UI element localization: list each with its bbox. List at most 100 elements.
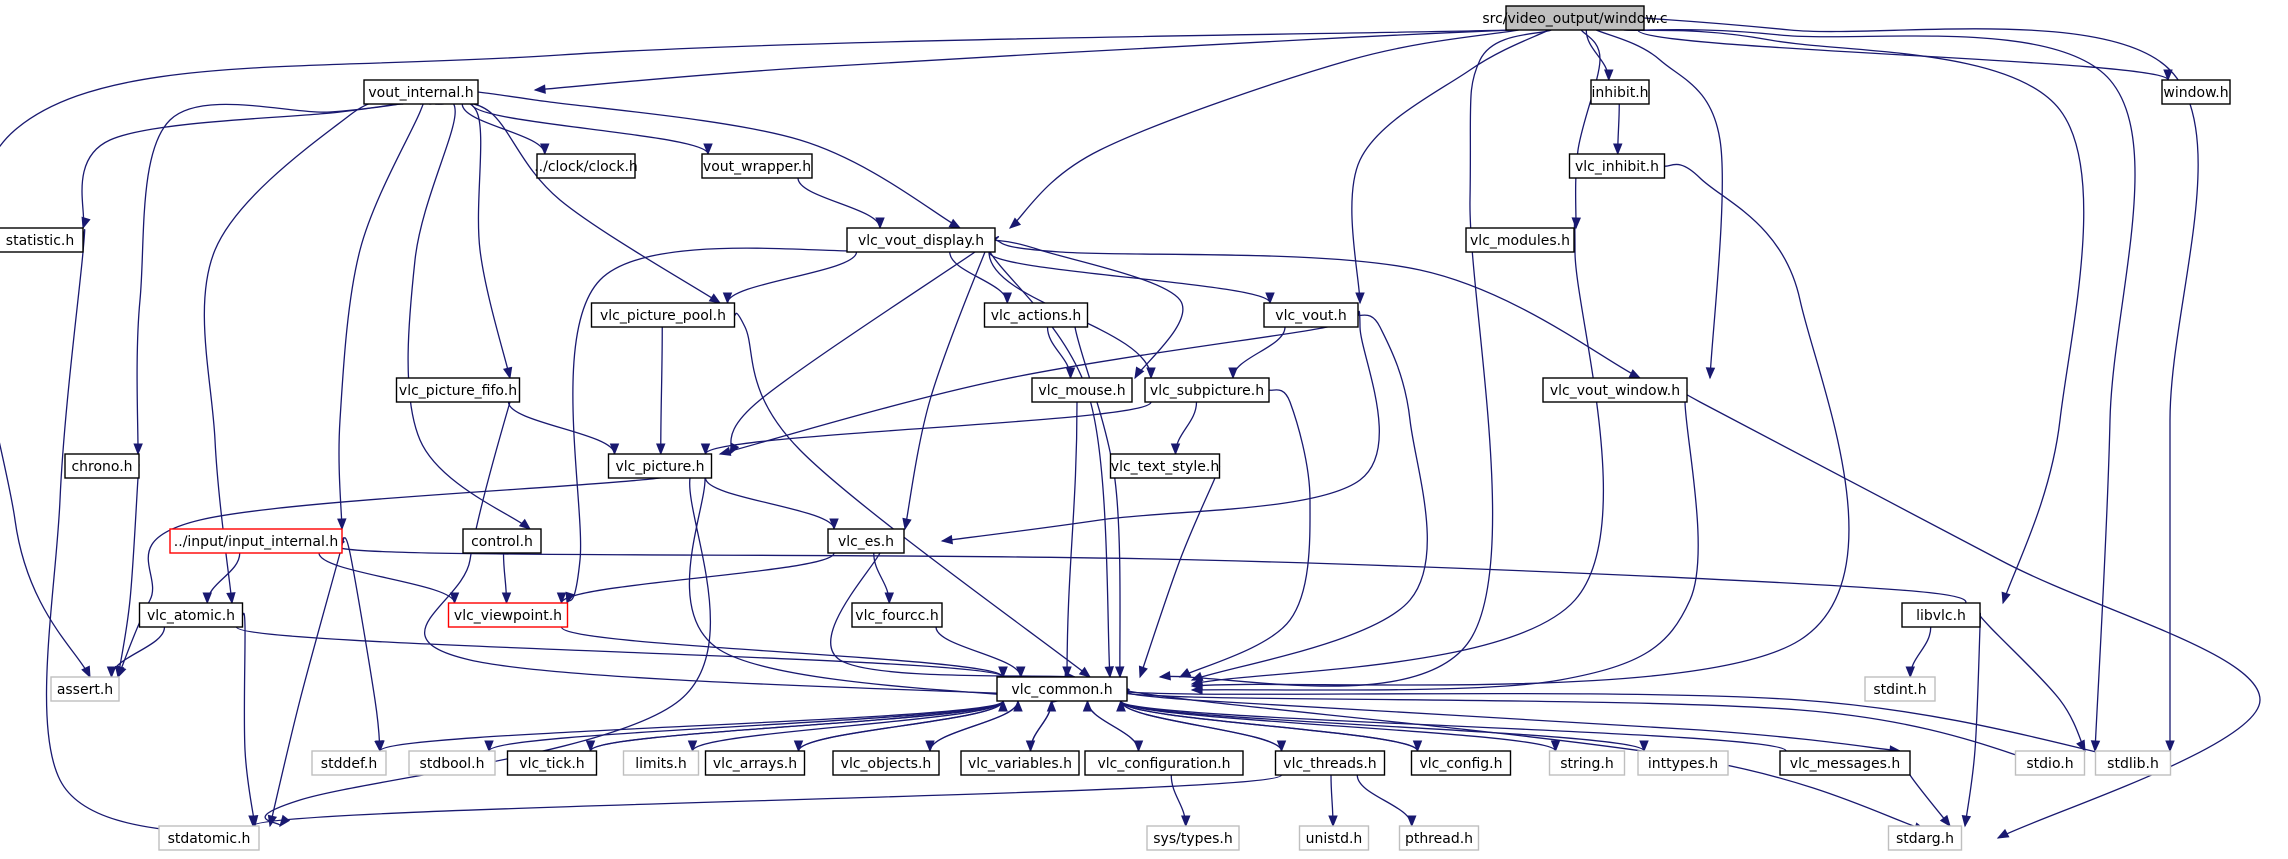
node-clock[interactable]: ../clock/clock.h — [534, 153, 638, 179]
node-vlc-messages[interactable]: vlc_messages.h — [1779, 750, 1911, 776]
node-vlc-inhibit[interactable]: vlc_inhibit.h — [1568, 153, 1666, 179]
arrowhead-icon — [1114, 666, 1125, 679]
arrowhead-icon — [708, 293, 722, 304]
edge-vlc_vout-to-vlc_common — [1190, 314, 1428, 681]
edge-vlc_text_style-to-vlc_common — [1138, 465, 1221, 679]
node-label: vlc_vout.h — [1275, 308, 1346, 324]
node-vout-wrapper[interactable]: vout_wrapper.h — [701, 153, 813, 179]
node-box — [536, 153, 636, 179]
node-inhibit[interactable]: inhibit.h — [1590, 79, 1650, 105]
edge-vlc_es-to-vlc_fourcc — [873, 552, 894, 605]
node-vlc-variables[interactable]: vlc_variables.h — [960, 750, 1080, 776]
node-vlc-tick[interactable]: vlc_tick.h — [506, 750, 598, 776]
node-box — [2014, 750, 2086, 776]
node-box — [590, 302, 736, 328]
node-vlc-common[interactable]: vlc_common.h — [996, 676, 1128, 702]
node-stdio: stdio.h — [2014, 750, 2086, 776]
node-vlc-mouse[interactable]: vlc_mouse.h — [1031, 377, 1133, 403]
node-label: stdio.h — [2026, 756, 2073, 772]
arrowhead-icon — [106, 666, 117, 679]
edge-root-to-vlc_vout_window — [1595, 29, 1723, 380]
node-vlc-threads[interactable]: vlc_threads.h — [1274, 750, 1386, 776]
node-input-internal[interactable]: ../input/input_internal.h — [169, 528, 343, 554]
node-vout-internal[interactable]: vout_internal.h — [363, 79, 479, 105]
edge-root-to-libvlc — [1623, 29, 2085, 605]
node-label: vlc_atomic.h — [147, 608, 235, 624]
node-box — [64, 453, 140, 479]
node-vlc-arrays[interactable]: vlc_arrays.h — [704, 750, 806, 776]
node-vlc-config[interactable]: vlc_config.h — [1410, 750, 1512, 776]
node-label: vlc_viewpoint.h — [454, 608, 562, 624]
node-box — [1901, 602, 1981, 628]
arrowhead-icon — [1328, 815, 1338, 828]
node-box — [1637, 750, 1729, 776]
node-vlc-vout-window[interactable]: vlc_vout_window.h — [1542, 377, 1688, 403]
edge-vlc_subpicture-to-vlc_text_style — [1170, 401, 1198, 456]
node-vlc-picture-fifo[interactable]: vlc_picture_fifo.h — [395, 377, 521, 403]
arrowhead-icon — [1613, 143, 1623, 156]
edge-vlc_messages-to-stdarg — [1906, 762, 1951, 828]
arrowhead-icon — [533, 84, 546, 94]
node-vlc-objects[interactable]: vlc_objects.h — [832, 750, 940, 776]
node-vlc-picture-pool[interactable]: vlc_picture_pool.h — [590, 302, 736, 328]
node-vlc-actions[interactable]: vlc_actions.h — [983, 302, 1089, 328]
node-label: control.h — [471, 534, 533, 550]
node-libvlc[interactable]: libvlc.h — [1901, 602, 1981, 628]
arrowhead-icon — [556, 592, 567, 605]
arrowhead-icon — [1016, 666, 1026, 679]
node-box — [462, 528, 542, 554]
node-box — [158, 825, 260, 851]
node-vlc-configuration[interactable]: vlc_configuration.h — [1084, 750, 1244, 776]
node-vlc-atomic[interactable]: vlc_atomic.h — [138, 602, 244, 628]
node-box — [1542, 377, 1688, 403]
node-inttypes: inttypes.h — [1637, 750, 1729, 776]
node-vlc-viewpoint[interactable]: vlc_viewpoint.h — [447, 602, 569, 628]
arrowhead-icon — [1008, 217, 1022, 229]
node-vlc-text-style[interactable]: vlc_text_style.h — [1109, 453, 1221, 479]
arrowhead-icon — [81, 216, 91, 230]
edge-vlc_modules-to-vlc_common — [1190, 221, 1605, 687]
edge-vlc_subpicture-to-vlc_picture — [700, 401, 1152, 456]
nodes-layer: src/video_output/window.c vout_internal.h… — [0, 5, 2231, 851]
edge-control-to-vlc_viewpoint — [501, 552, 512, 605]
node-vlc-subpicture[interactable]: vlc_subpicture.h — [1144, 377, 1270, 403]
node-vlc-es[interactable]: vlc_es.h — [827, 528, 905, 554]
node-box — [851, 602, 943, 628]
node-box — [138, 602, 244, 628]
arrowhead-icon — [1065, 367, 1076, 380]
arrowhead-icon — [940, 534, 954, 545]
edge-vout_internal-to-vlc_picture_fifo — [435, 100, 513, 380]
edge-vout_internal-to-input_internal — [337, 98, 426, 531]
arrowhead-icon — [501, 592, 512, 605]
node-box — [1568, 153, 1666, 179]
arrowhead-icon — [1276, 740, 1287, 753]
node-label: vout_internal.h — [368, 85, 473, 101]
node-root[interactable]: src/video_output/window.c — [1482, 5, 1668, 31]
node-vlc-vout-display[interactable]: vlc_vout_display.h — [846, 227, 996, 253]
node-label: stdatomic.h — [168, 831, 251, 847]
node-vlc-picture[interactable]: vlc_picture.h — [607, 453, 713, 479]
node-vlc-fourcc[interactable]: vlc_fourcc.h — [851, 602, 943, 628]
node-control[interactable]: control.h — [462, 528, 542, 554]
node-label: stdint.h — [1873, 682, 1926, 698]
node-chrono[interactable]: chrono.h — [64, 453, 140, 479]
arrowhead-icon — [1228, 367, 1238, 380]
edge-input_internal-to-stddef — [341, 537, 384, 753]
node-box — [704, 750, 806, 776]
arrowhead-icon — [2163, 69, 2173, 82]
edge-input_internal-to-vlc_atomic — [202, 552, 241, 605]
node-vlc-vout[interactable]: vlc_vout.h — [1263, 302, 1359, 328]
arrowhead-icon — [1412, 740, 1423, 753]
node-label: inhibit.h — [1591, 85, 1648, 101]
edge-vout_internal-to-vlc_atomic — [203, 100, 404, 605]
node-label: vlc_vout_window.h — [1550, 383, 1680, 399]
node-label: vlc_modules.h — [1470, 233, 1570, 249]
edge-vlc_threads-to-pthread — [1356, 774, 1417, 828]
node-vlc-modules[interactable]: vlc_modules.h — [1465, 227, 1575, 253]
node-statistic[interactable]: statistic.h — [0, 227, 84, 253]
node-window-h[interactable]: window.h — [2161, 79, 2231, 105]
node-box — [1410, 750, 1512, 776]
arrowhead-icon — [279, 814, 291, 828]
edge-vlc_picture-to-assert — [117, 465, 683, 679]
